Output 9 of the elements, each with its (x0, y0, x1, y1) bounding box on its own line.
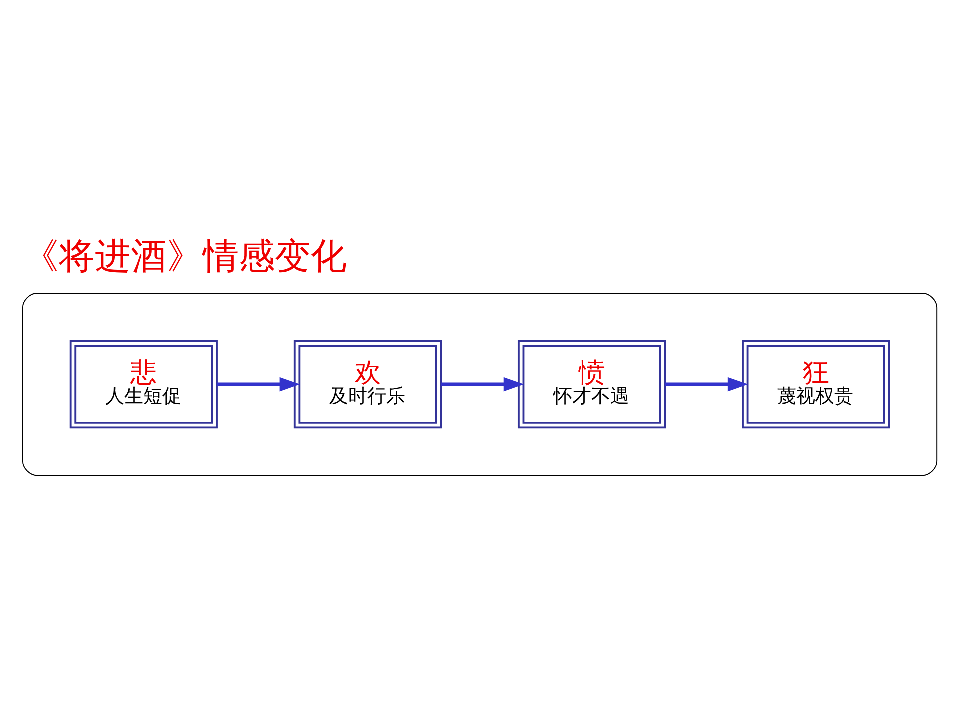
cluster (22, 293, 938, 476)
node-box: 悲 人生短促 (70, 340, 218, 429)
arrow (217, 377, 300, 392)
node-box: 愤 怀才不遇 (518, 340, 666, 429)
arrow (441, 377, 524, 392)
arrow (665, 377, 748, 392)
node-box: 狂 蔑视权贵 (742, 340, 890, 429)
node-box: 欢 及时行乐 (294, 340, 442, 429)
diagram-title: 《将进酒》情感变化 (23, 236, 348, 278)
